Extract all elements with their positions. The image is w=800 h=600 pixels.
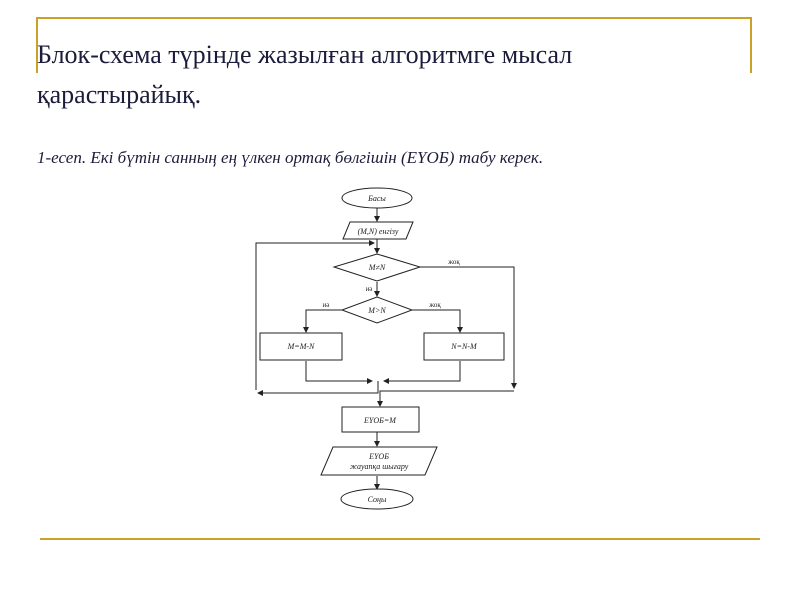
merge-loop-line — [257, 381, 379, 396]
proc-right-out-line — [383, 361, 461, 384]
proc-left-text: M=M-N — [287, 342, 315, 351]
cond2-diamond — [340, 296, 414, 324]
exit-to-assign-line — [377, 390, 514, 407]
cond2-no-line — [412, 309, 463, 333]
flowchart: Басы (M,N) енгізу M≠N иә жоқ M>N иә жоқ … — [255, 187, 517, 510]
cond1-text: M≠N — [368, 263, 386, 272]
cond2-text: M>N — [367, 306, 386, 315]
left-rule — [36, 17, 38, 73]
cond2-yes-label: иә — [323, 301, 330, 309]
cond1-diamond — [332, 253, 422, 282]
proc-right-text: N=N-M — [450, 342, 478, 351]
cond1-no-line — [420, 266, 517, 389]
proc-left-box — [259, 332, 343, 361]
assign-box — [341, 406, 420, 433]
cond1-yes-label: иә — [366, 285, 373, 293]
end-terminator — [340, 488, 414, 510]
cond2-yes-line — [303, 309, 342, 333]
output-parallelogram — [320, 446, 438, 476]
cond2-no-label: жоқ — [428, 301, 441, 309]
slide-subtitle: 1-есеп. Екі бүтін санның ең үлкен ортақ … — [37, 148, 544, 167]
output-text-line1: ЕҮОБ — [368, 452, 389, 461]
output-text-line2: жауапқа шығару — [350, 462, 409, 471]
loop-back-line — [255, 240, 375, 390]
start-text: Басы — [367, 194, 386, 203]
slide-title: Блок-схема түрінде жазылған алгоритмге м… — [37, 40, 573, 109]
input-parallelogram — [342, 221, 414, 240]
right-rule — [750, 17, 752, 73]
end-text: Соңы — [368, 495, 387, 504]
start-terminator — [341, 187, 413, 209]
proc-right-box — [423, 332, 505, 361]
input-text: (M,N) енгізу — [358, 227, 399, 236]
proc-left-out-line — [305, 361, 373, 384]
bottom-rule — [40, 538, 760, 540]
assign-text: ЕҮОБ=M — [363, 416, 397, 425]
top-rule — [36, 17, 752, 19]
cond1-no-label: жоқ — [447, 258, 460, 266]
